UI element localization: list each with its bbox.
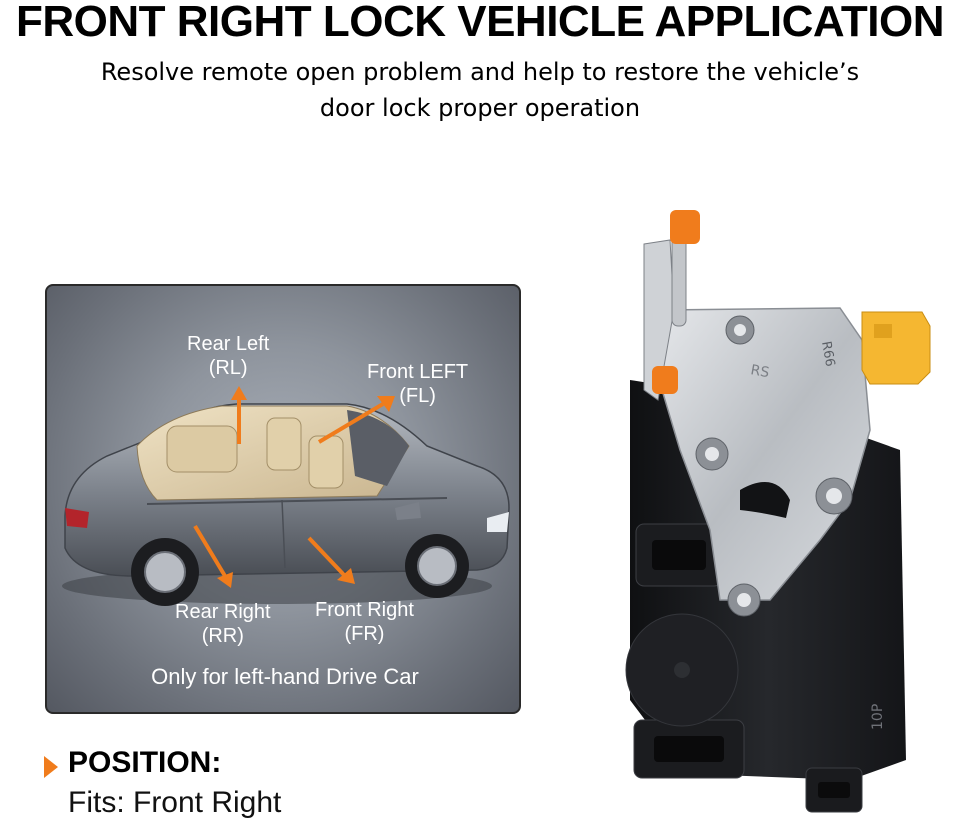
drive-side-note: Only for left-hand Drive Car <box>151 664 419 689</box>
front-seat-right <box>308 435 344 489</box>
label-rear-right: Rear Right (RR) <box>175 600 271 648</box>
door-position-diagram: Rear Left (RL) Front LEFT (FL) Rear Righ… <box>45 284 521 714</box>
label-rear-left-code: (RL) <box>208 357 248 379</box>
label-front-left-name: Front LEFT <box>367 361 469 383</box>
subtitle-line-1: Resolve remote open problem and help to … <box>100 58 860 86</box>
arrow-rear-right <box>193 524 233 588</box>
label-rear-right-name: Rear Right <box>175 601 271 623</box>
front-seat-left <box>266 417 302 471</box>
plate-marking-rs: RS <box>749 362 770 381</box>
page-title: FRONT RIGHT LOCK VEHICLE APPLICATION <box>16 0 944 46</box>
label-rear-left: Rear Left (RL) <box>187 332 269 380</box>
subtitle-line-2: door lock proper operation <box>319 94 641 122</box>
label-front-right-name: Front Right <box>315 599 414 621</box>
arrow-rear-left <box>231 386 247 444</box>
latch-plate <box>655 307 871 601</box>
arrow-front-left <box>317 396 395 444</box>
label-rear-right-code: (RR) <box>201 625 244 647</box>
dashboard <box>347 410 409 486</box>
door-line <box>146 497 448 505</box>
lock-lever <box>643 239 675 401</box>
tail-light <box>65 508 89 528</box>
label-front-right: Front Right (FR) <box>315 598 414 646</box>
side-mirror <box>395 502 421 520</box>
housing-marking: 10P <box>870 704 886 730</box>
door-split <box>281 499 286 569</box>
label-front-right-code: (FR) <box>344 623 385 645</box>
position-label: POSITION: <box>68 746 222 779</box>
head-light <box>487 512 509 532</box>
orange-bushing-side <box>652 366 678 394</box>
striker-slot <box>740 482 790 518</box>
label-rear-left-name: Rear Left <box>187 333 270 355</box>
rear-seat <box>166 425 238 473</box>
rear-wheel-rim <box>144 551 186 593</box>
plate-marking-r66: R66 <box>818 340 837 368</box>
door-lock-actuator-image: RS R66 10P <box>625 210 931 813</box>
front-wheel-rim <box>417 546 457 586</box>
label-front-left-code: (FL) <box>399 385 436 407</box>
bullet-triangle-icon <box>44 756 58 778</box>
arrow-front-right <box>307 536 355 584</box>
label-front-left: Front LEFT (FL) <box>367 360 468 408</box>
orange-bushing-top <box>670 210 700 244</box>
car-illustration <box>62 386 510 606</box>
yellow-connector <box>861 311 931 385</box>
page-subtitle: Resolve remote open problem and help to … <box>0 54 960 126</box>
fits-text: Fits: Front Right <box>68 786 282 819</box>
